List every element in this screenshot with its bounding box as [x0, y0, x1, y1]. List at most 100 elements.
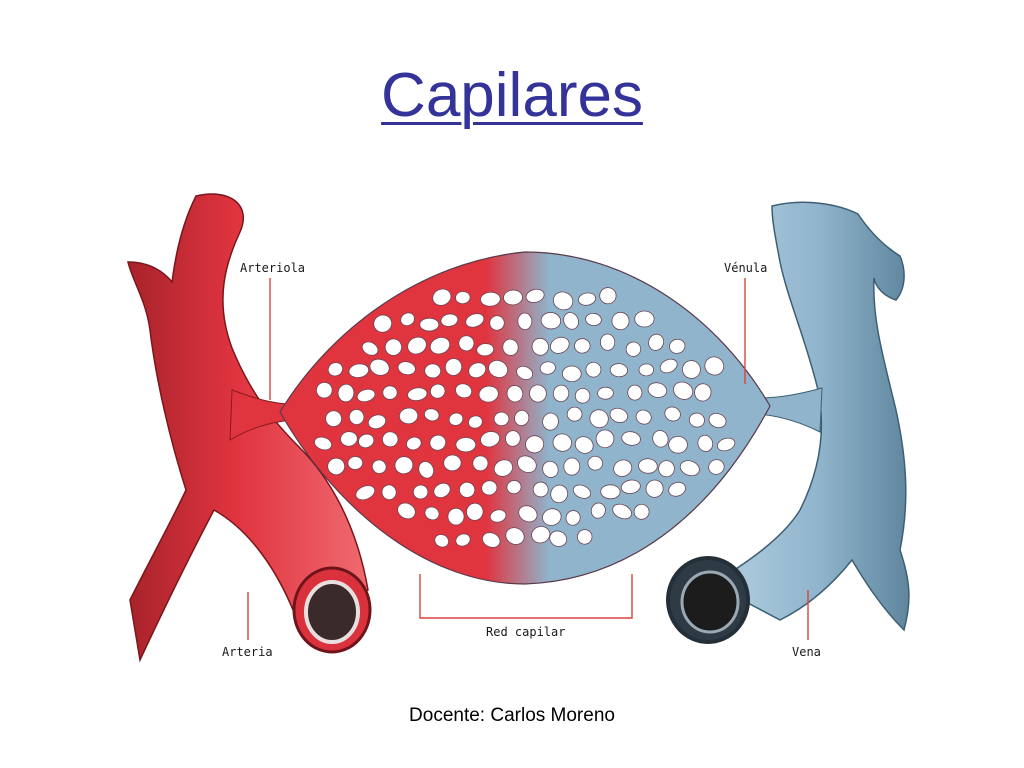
- capillary-gap: [419, 317, 440, 332]
- capillary-gap: [529, 384, 547, 403]
- capillary-gap: [613, 459, 633, 477]
- capillary-gap: [407, 387, 428, 402]
- capillary-gap: [668, 435, 688, 454]
- capillary-gap: [448, 412, 464, 426]
- capillary-gap: [550, 484, 569, 504]
- capillary-gap: [697, 434, 714, 452]
- capillary-gap: [348, 409, 365, 425]
- capillary-gap: [347, 456, 364, 470]
- capillary-gap: [574, 436, 594, 454]
- capillary-gap: [609, 407, 629, 423]
- capillary-gap: [633, 503, 650, 520]
- capillary-gap: [358, 433, 375, 449]
- capillary-gap: [412, 484, 429, 500]
- capillary-gap: [429, 434, 447, 451]
- capillary-gap: [384, 338, 403, 356]
- capillary-gap: [466, 502, 484, 521]
- capillary-gap: [694, 383, 712, 402]
- capillary-gap: [669, 338, 686, 354]
- capillary-gap: [348, 363, 370, 378]
- capillary-gap: [682, 360, 701, 379]
- capillary-gap: [505, 527, 525, 545]
- capillary-gap: [634, 310, 655, 328]
- capillary-gap: [406, 436, 422, 451]
- capillary-gap: [621, 431, 641, 446]
- capillary-gap: [433, 482, 451, 498]
- capillary-network: [229, 251, 823, 585]
- capillary-gap: [612, 503, 632, 520]
- capillary-gap: [489, 315, 505, 331]
- capillary-gap: [599, 287, 617, 305]
- capillary-gap: [407, 336, 427, 355]
- capillary-gap: [627, 384, 643, 401]
- capillary-gap: [525, 288, 545, 303]
- capillary-gap: [531, 526, 551, 544]
- capillary-gap: [488, 360, 509, 378]
- capillary-gap: [609, 363, 628, 378]
- capillary-gap: [708, 412, 727, 429]
- capillary-gap: [399, 407, 419, 425]
- capillary-gap: [434, 534, 450, 548]
- capillary-gap: [440, 313, 459, 327]
- capillary-gap: [542, 460, 559, 478]
- capillary-gap: [447, 507, 465, 526]
- capillary-gap: [459, 481, 476, 498]
- capillary-gap: [574, 388, 591, 404]
- capillary-gap: [595, 429, 615, 449]
- capillary-gap: [480, 291, 501, 307]
- slide-title: Capilares: [381, 61, 643, 130]
- capillary-gap: [648, 333, 665, 351]
- capillary-gap: [316, 381, 333, 399]
- capillary-gap: [659, 358, 678, 374]
- capillary-gap: [658, 460, 675, 478]
- capillary-gap: [638, 363, 654, 377]
- label-red-capilar: Red capilar: [486, 625, 565, 639]
- capillary-gap: [429, 337, 451, 355]
- slide-footer: Docente: Carlos Moreno: [409, 705, 615, 726]
- capillary-gap: [382, 431, 399, 448]
- capillary-gap: [313, 436, 333, 451]
- capillary-gap: [382, 385, 398, 400]
- capillary-gap: [563, 457, 581, 476]
- capillary-gap: [625, 341, 642, 357]
- capillary-gap: [502, 338, 519, 356]
- capillary-gap: [455, 383, 473, 399]
- capillary-gap: [517, 455, 537, 473]
- capillary-gap: [455, 437, 477, 453]
- capillary-gap: [599, 333, 616, 351]
- label-leaders: [247, 278, 809, 640]
- vein-lumen: [680, 570, 740, 634]
- capillary-gap: [478, 385, 499, 403]
- capillary-gap: [340, 431, 358, 447]
- capillary-gap: [574, 338, 591, 354]
- capillary-gap: [458, 335, 475, 352]
- capillary-gap: [716, 437, 736, 452]
- label-vena: Vena: [792, 645, 821, 659]
- capillary-gap: [505, 430, 521, 447]
- capillary-gap: [468, 362, 487, 379]
- capillary-gap: [652, 430, 669, 448]
- capillary-gap: [489, 509, 507, 523]
- capillary-gap: [506, 480, 522, 495]
- capillary-gap: [585, 312, 602, 327]
- capillary-gap: [600, 484, 621, 500]
- capillary-gap: [493, 459, 513, 477]
- capillary-gap: [444, 358, 463, 376]
- capillary-gap: [397, 361, 416, 376]
- capillary-gap: [367, 414, 387, 430]
- capillary-gap: [590, 502, 606, 519]
- capillary-gap: [514, 409, 530, 427]
- capillary-gap: [424, 506, 440, 521]
- capillary-gap: [337, 383, 355, 403]
- capillary-gap: [638, 458, 658, 474]
- capillary-gap: [517, 312, 533, 330]
- capillary-gap: [542, 508, 562, 526]
- capillary-gaps: [313, 287, 736, 548]
- capillary-gap: [518, 505, 538, 523]
- capillary-gap: [432, 288, 452, 306]
- capillary-gap: [468, 415, 483, 429]
- capillary-gap: [550, 336, 570, 354]
- capillary-gap: [327, 362, 344, 377]
- label-venula: Vénula: [724, 261, 767, 275]
